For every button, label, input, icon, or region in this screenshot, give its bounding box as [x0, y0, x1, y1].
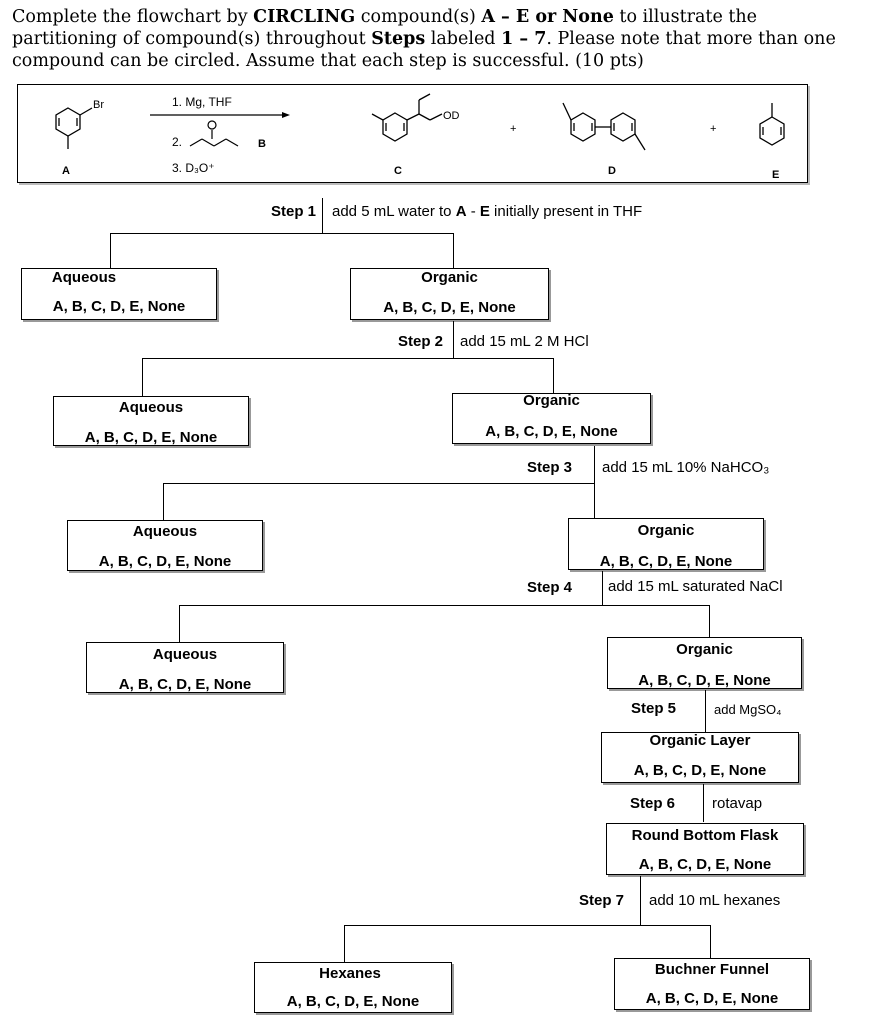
options-org2[interactable]: A, B, C, D, E, None — [485, 423, 618, 440]
label-c: C — [394, 165, 402, 177]
step-6-label: Step 6 — [630, 795, 676, 812]
organic-box-1: Organic A, B, C, D, E, None — [350, 268, 549, 320]
step-5-description: add MgSO₄ — [714, 702, 782, 717]
options-buchner7[interactable]: A, B, C, D, E, None — [645, 990, 779, 1007]
plus-2: + — [710, 123, 716, 135]
hexanes-box: Hexanes A, B, C, D, E, None — [254, 962, 452, 1013]
aqueous-box-4: Aqueous A, B, C, D, E, None — [86, 642, 284, 693]
step-1-label: Step 1 — [271, 203, 317, 220]
compound-c-structure — [371, 93, 443, 142]
organic-box-2: Organic A, B, C, D, E, None — [452, 392, 651, 444]
step-4-description: add 15 mL saturated NaCl — [608, 578, 783, 595]
condition-1: 1. Mg, THF — [172, 95, 232, 109]
instructions: Complete the flowchart by CIRCLING compo… — [12, 7, 836, 71]
step-5-label: Step 5 — [631, 700, 677, 717]
reaction-scheme: Br A 1. Mg, THF 2. B 3. D₃O⁺ OD C + — [55, 93, 785, 181]
step-7-description: add 10 mL hexanes — [649, 892, 781, 909]
options-rbf6[interactable]: A, B, C, D, E, None — [638, 856, 772, 873]
label-d: D — [608, 165, 616, 177]
organic-box-4: Organic A, B, C, D, E, None — [607, 637, 802, 689]
label-e: E — [772, 169, 779, 181]
aqueous-box-2: Aqueous A, B, C, D, E, None — [53, 396, 249, 446]
plus-1: + — [510, 123, 516, 135]
condition-2: 2. — [172, 135, 182, 149]
options-aq2[interactable]: A, B, C, D, E, None — [84, 429, 218, 446]
options-aq1[interactable]: A, B, C, D, E, None — [52, 298, 186, 315]
options-aq3[interactable]: A, B, C, D, E, None — [98, 553, 232, 570]
step-7-label: Step 7 — [579, 892, 625, 909]
options-org3[interactable]: A, B, C, D, E, None — [599, 553, 733, 570]
compound-e-structure — [759, 103, 785, 146]
aqueous-box-1: Aqueous A, B, C, D, E, None — [21, 268, 217, 320]
compound-d-structure — [562, 102, 646, 151]
step-6-description: rotavap — [712, 795, 763, 812]
step-2-label: Step 2 — [398, 333, 444, 350]
br-label: Br — [93, 99, 104, 111]
options-hex7[interactable]: A, B, C, D, E, None — [286, 993, 420, 1010]
aqueous-box-3: Aqueous A, B, C, D, E, None — [67, 520, 263, 571]
options-org1[interactable]: A, B, C, D, E, None — [383, 299, 516, 316]
step-4-label: Step 4 — [527, 579, 573, 596]
options-aq4[interactable]: A, B, C, D, E, None — [118, 676, 252, 693]
organic-layer-box: Organic Layer A, B, C, D, E, None — [601, 732, 799, 783]
options-org4[interactable]: A, B, C, D, E, None — [638, 672, 771, 689]
condition-3: 3. D₃O⁺ — [172, 161, 215, 175]
round-bottom-flask-box: Round Bottom Flask A, B, C, D, E, None — [606, 823, 804, 875]
buchner-funnel-box: Buchner Funnel A, B, C, D, E, None — [614, 958, 810, 1010]
od-label: OD — [443, 110, 460, 122]
reagent-b-label: B — [258, 138, 266, 150]
compound-a-structure — [55, 107, 93, 149]
reagent-b-structure — [189, 120, 239, 147]
step-3-label: Step 3 — [527, 459, 573, 476]
label-a: A — [62, 165, 70, 177]
step-1-description: add 5 mL water to A - E initially presen… — [332, 203, 643, 220]
step-3-description: add 15 mL 10% NaHCO₃ — [602, 459, 770, 476]
step-2-description: add 15 mL 2 M HCl — [460, 333, 589, 350]
reaction-scheme-box — [17, 84, 808, 183]
organic-box-3: Organic A, B, C, D, E, None — [568, 518, 764, 570]
options-layer5[interactable]: A, B, C, D, E, None — [633, 762, 767, 779]
